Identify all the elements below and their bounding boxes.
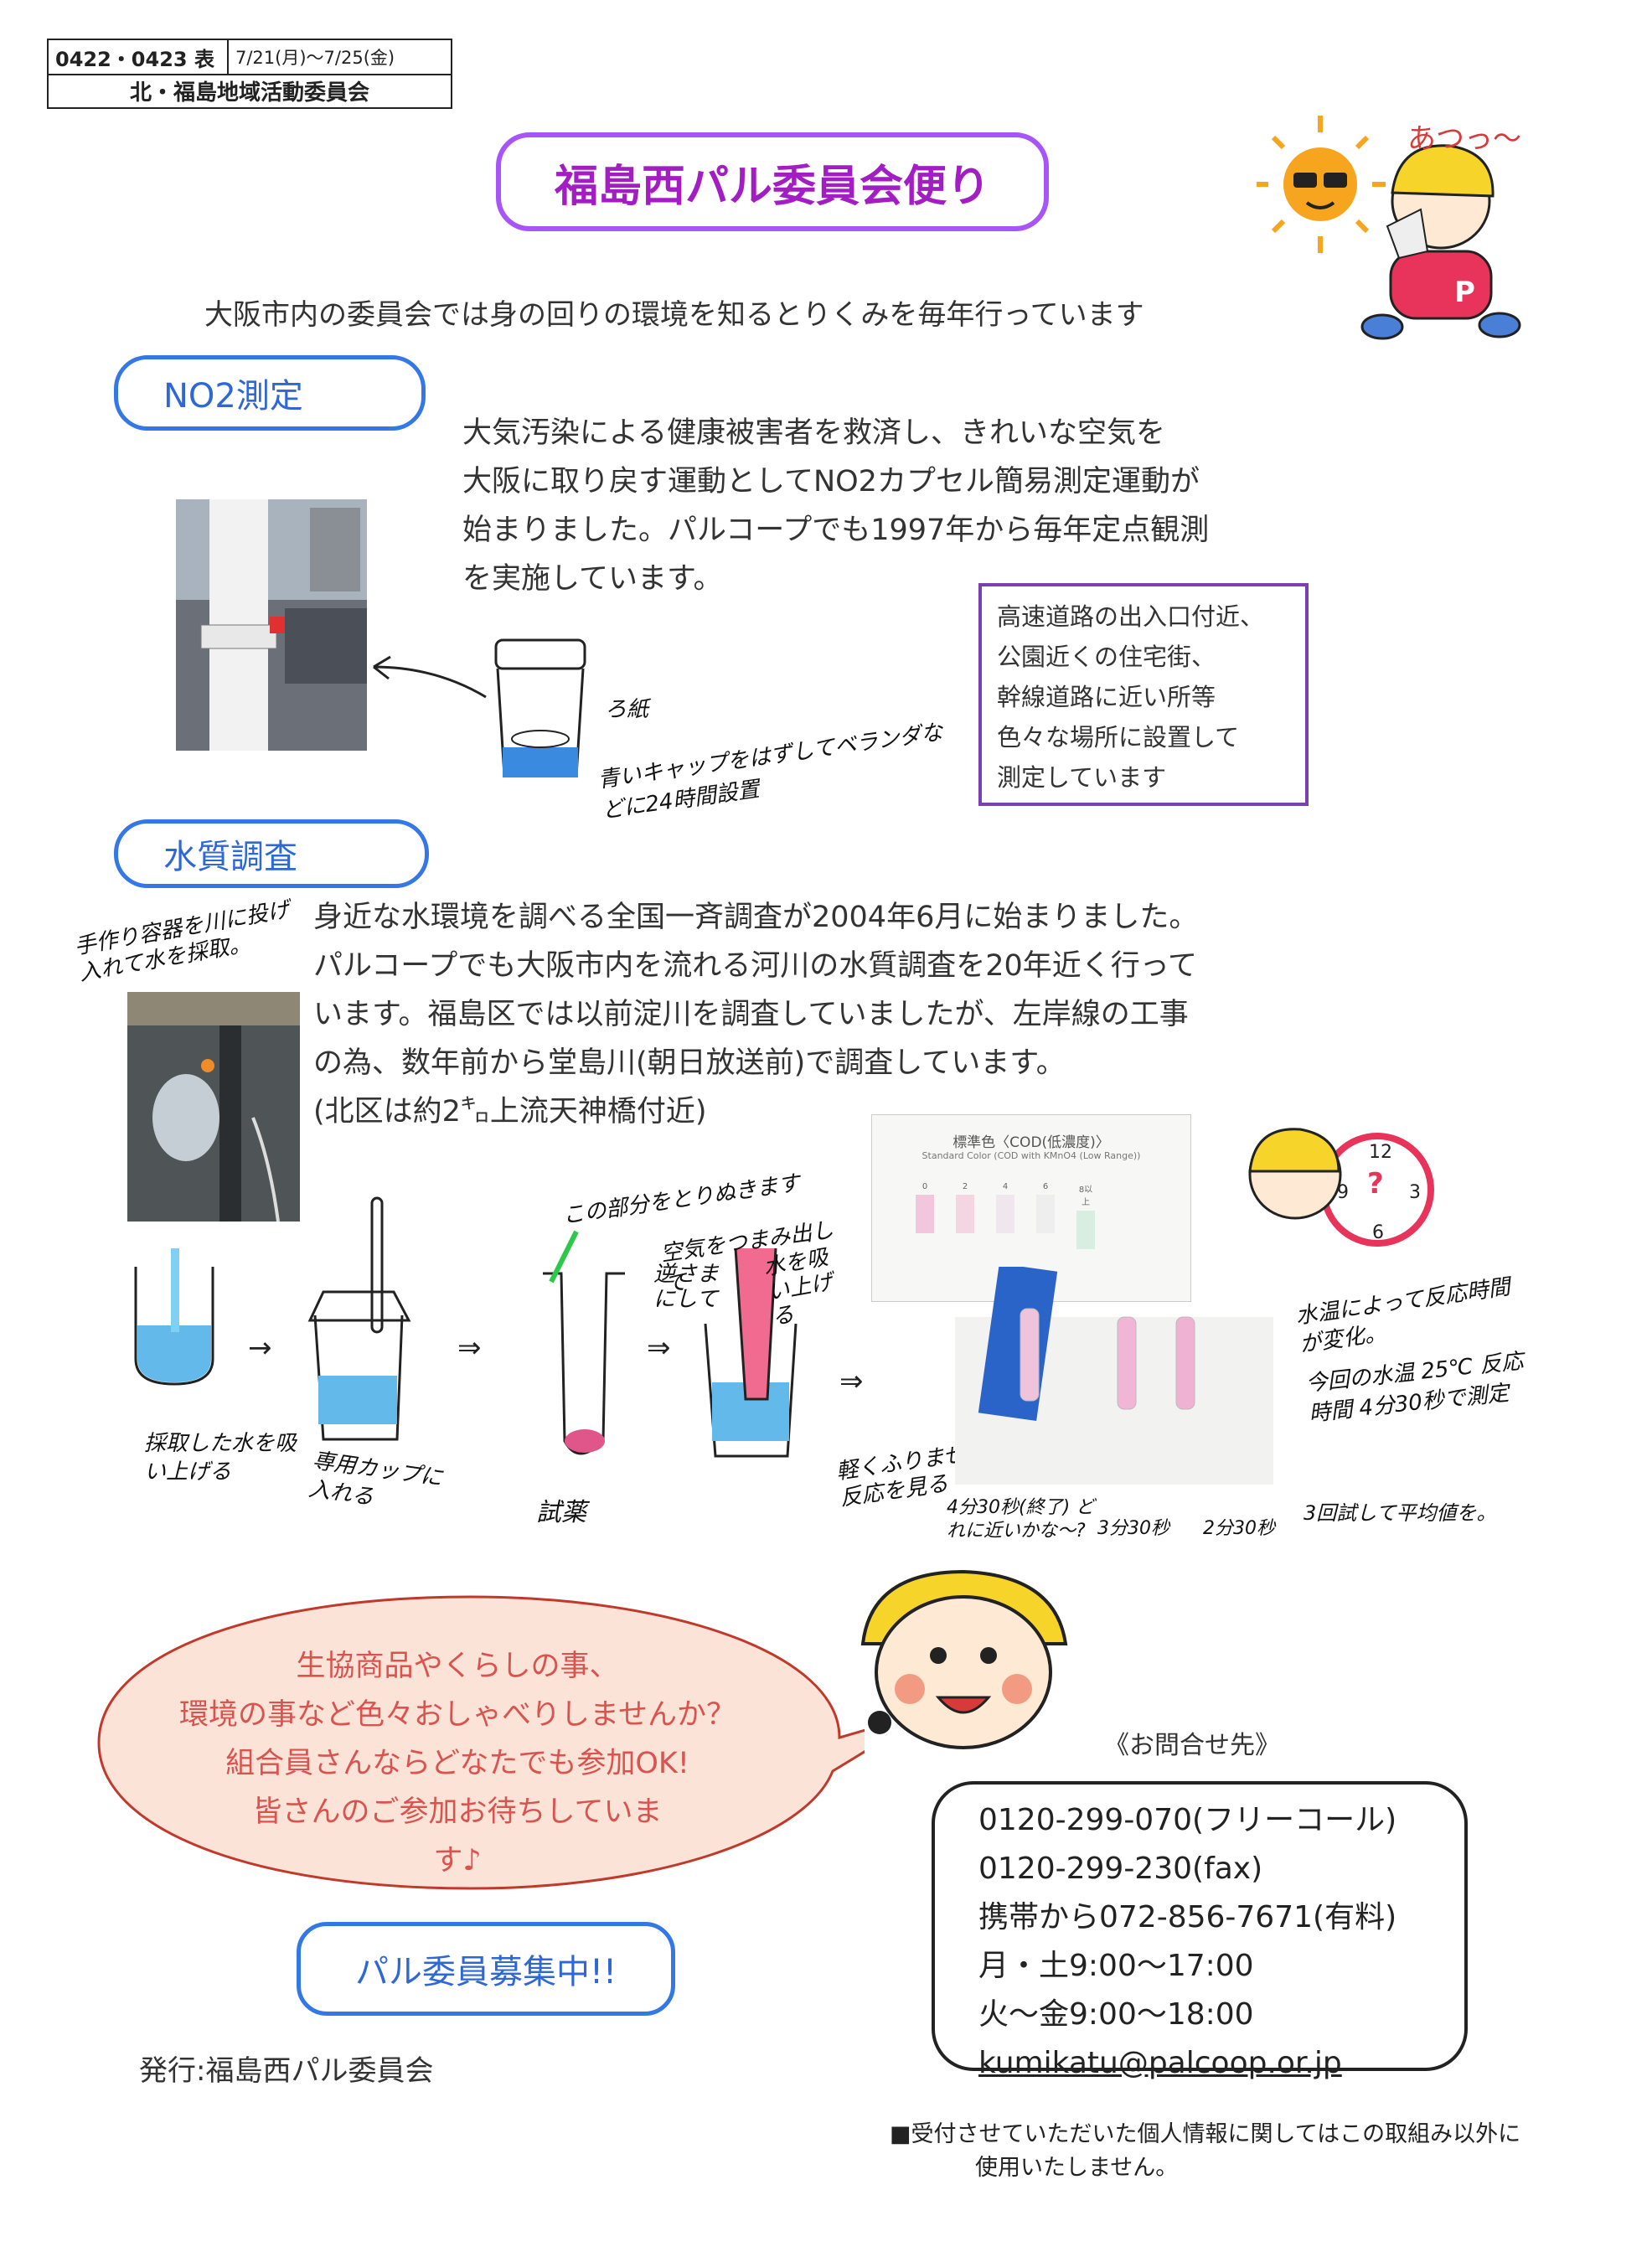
- speech-bubble: [97, 1595, 865, 1890]
- no2-line: 始まりました。パルコープでも1997年から毎年定点観測: [462, 514, 1210, 547]
- cod-swatch: [1036, 1195, 1055, 1233]
- arrow-icon: [373, 655, 487, 699]
- note-sampling: 手作り容器を川に投げ入れて水を採取。: [72, 896, 292, 987]
- cod-swatch: [956, 1195, 974, 1233]
- svg-text:⇒: ⇒: [647, 1331, 671, 1365]
- intro-text: 大阪市内の委員会では身の回りの環境を知るとりくみを毎年行っています: [204, 298, 1144, 332]
- section-heading-no2: NO2測定: [114, 355, 426, 431]
- clock-mascot-illustration: 12 9 3 6 ?: [1248, 1128, 1434, 1247]
- cod-chart-title: 標準色〈COD(低濃度)〉: [952, 1134, 1110, 1151]
- note-today-temp: 今回の水温 25℃ 反応時間 4分30秒で測定: [1304, 1349, 1525, 1427]
- cod-swatch: [996, 1195, 1014, 1233]
- water-description: 身近な水環境を調べる全国一斉調査が2004年6月に始まりました。 パルコープでも…: [313, 893, 1302, 1136]
- no2-line: 大気汚染による健康被害者を救済し、きれいな空気を: [462, 416, 1165, 450]
- water-line: います。福島区では以前淀川を調査していましたが、左岸線の工事: [313, 998, 1189, 1031]
- cod-scale-label: 6: [1042, 1182, 1049, 1191]
- cod-scale-label: 0: [922, 1182, 928, 1191]
- hot-mascot-illustration: P: [1257, 116, 1521, 340]
- contact-box: 0120-299-070(フリーコール) 0120-299-230(fax) 携…: [932, 1781, 1468, 2080]
- cod-swatch: [916, 1195, 934, 1233]
- svg-text:→: →: [248, 1331, 272, 1365]
- bubble-message: 生協商品やくらしの事、 環境の事など色々おしゃべりしませんか？ 組合員さんならど…: [147, 1642, 767, 1885]
- mascot-figure: P: [1360, 144, 1521, 340]
- publisher: 発行:福島西パル委員会: [139, 2054, 434, 2088]
- svg-text:?: ?: [1367, 1167, 1384, 1201]
- no2-description: 大気汚染による健康被害者を救済し、きれいな空気を 大阪に取り戻す運動としてNO2…: [462, 409, 1300, 603]
- note-filter-paper: ろ紙: [605, 697, 649, 722]
- result-3-label: 2分30秒: [1203, 1518, 1275, 1539]
- contact-label: 《お問合せ先》: [1104, 1731, 1280, 1760]
- recruit-banner: パル委員募集中!!: [297, 1922, 675, 2016]
- location-line: 公園近くの住宅街、: [997, 643, 1216, 671]
- result-1-label: 4分30秒(終了) どれに近いかな〜?: [947, 1497, 1095, 1542]
- step3-flip-note: 逆さまにして: [653, 1262, 720, 1312]
- no2-line: を実施しています。: [462, 562, 723, 596]
- step4-label: 水を吸い上げる: [761, 1244, 835, 1330]
- svg-text:⇒: ⇒: [839, 1365, 864, 1398]
- note-average: 3回試して平均値を。: [1304, 1501, 1497, 1525]
- step3-reagent-label: 試薬: [536, 1498, 586, 1527]
- mascot-exclaim: あつっ〜: [1407, 122, 1521, 156]
- step1-label: 採取した水を吸い上げる: [144, 1431, 297, 1485]
- contact-email-link[interactable]: kumikatu@palcoop.or.jp: [978, 2046, 1342, 2080]
- cod-result-tubes-photo: [955, 1267, 1273, 1485]
- water-line: パルコープでも大阪市内を流れる河川の水質調査を20年近く行って: [313, 949, 1197, 983]
- no2-capsule-photo: [176, 499, 367, 751]
- cod-scale-label: 8以上: [1078, 1185, 1093, 1207]
- bubble-line: 環境の事など色々おしゃべりしませんか？: [179, 1698, 736, 1732]
- sun-icon: [1257, 116, 1386, 253]
- page-title: 福島西パル委員会便り: [496, 132, 1049, 231]
- contact-fax: 0120-299-230(fax): [978, 1852, 1263, 1886]
- location-line: 高速道路の出入口付近、: [997, 602, 1265, 631]
- svg-text:3: 3: [1409, 1182, 1421, 1203]
- cod-scale-label: 2: [962, 1182, 968, 1191]
- location-line: 色々な場所に設置して: [997, 723, 1240, 752]
- contact-hours-tue-fri: 火〜金9:00〜18:00: [978, 1997, 1254, 2032]
- location-line: 幹線道路に近い所等: [997, 683, 1216, 711]
- contact-freecall: 0120-299-070(フリーコール): [978, 1803, 1397, 1837]
- svg-text:12: 12: [1369, 1142, 1392, 1163]
- result-2-label: 3分30秒: [1097, 1518, 1169, 1539]
- measurement-locations-box: 高速道路の出入口付近、 公園近くの住宅街、 幹線道路に近い所等 色々な場所に設置…: [978, 583, 1309, 806]
- issue-code-box: 0422・0423 表 7/21(月)〜7/25(金) 北・福島地域活動委員会: [47, 39, 452, 109]
- cod-swatch: [1076, 1211, 1095, 1249]
- privacy-line: 使用いたしません。: [975, 2155, 1179, 2181]
- water-line: 身近な水環境を調べる全国一斉調査が2004年6月に始まりました。: [313, 901, 1199, 934]
- bubble-line: 組合員さんならどなたでも参加OK!: [225, 1747, 689, 1780]
- note-install: 青いキャップをはずしてベランダなどに24時間設置: [596, 720, 945, 824]
- privacy-notice: ■受付させていただいた個人情報に関してはこの取組み以外に 使用いたしません。: [890, 2118, 1520, 2185]
- cod-scale-label: 4: [1002, 1182, 1009, 1191]
- issue-code: 0422・0423 表: [49, 40, 229, 74]
- privacy-line: ■受付させていただいた個人情報に関してはこの取組み以外に: [890, 2121, 1521, 2147]
- water-line: の為、数年前から堂島川(朝日放送前)で調査しています。: [313, 1046, 1066, 1080]
- bubble-line: 生協商品やくらしの事、: [296, 1650, 619, 1683]
- contact-hours-mon-sat: 月・土9:00〜17:00: [978, 1949, 1254, 1983]
- water-line: (北区は約2㌔上流天神橋付近): [313, 1095, 707, 1129]
- svg-text:P: P: [1454, 276, 1475, 309]
- note-temperature: 水温によって反応時間が変化。: [1293, 1274, 1512, 1358]
- contact-mobile: 携帯から072-856-7671(有料): [978, 1900, 1397, 1934]
- svg-text:9: 9: [1337, 1182, 1349, 1203]
- no2-capsule-drawing: [494, 638, 586, 777]
- committee-name: 北・福島地域活動委員会: [129, 80, 369, 106]
- cod-chart-subtitle: Standard Color (COD with KMnO4 (Low Rang…: [922, 1150, 1141, 1161]
- section-heading-water: 水質調査: [114, 819, 429, 888]
- bubble-line: す♪: [433, 1844, 482, 1878]
- bubble-line: 皆さんのご参加お待ちしていま: [252, 1795, 663, 1829]
- water-test-process-drawing: → ⇒ ⇒ ⇒: [134, 1196, 864, 1458]
- no2-line: 大阪に取り戻す運動としてNO2カプセル簡易測定運動が: [462, 465, 1200, 498]
- talking-mascot-illustration: [860, 1569, 1068, 1749]
- issue-dates: 7/21(月)〜7/25(金): [235, 48, 395, 68]
- location-line: 測定しています: [997, 763, 1167, 792]
- svg-text:6: 6: [1372, 1222, 1384, 1243]
- svg-text:⇒: ⇒: [457, 1331, 482, 1365]
- water-sampling-photo: [127, 992, 300, 1222]
